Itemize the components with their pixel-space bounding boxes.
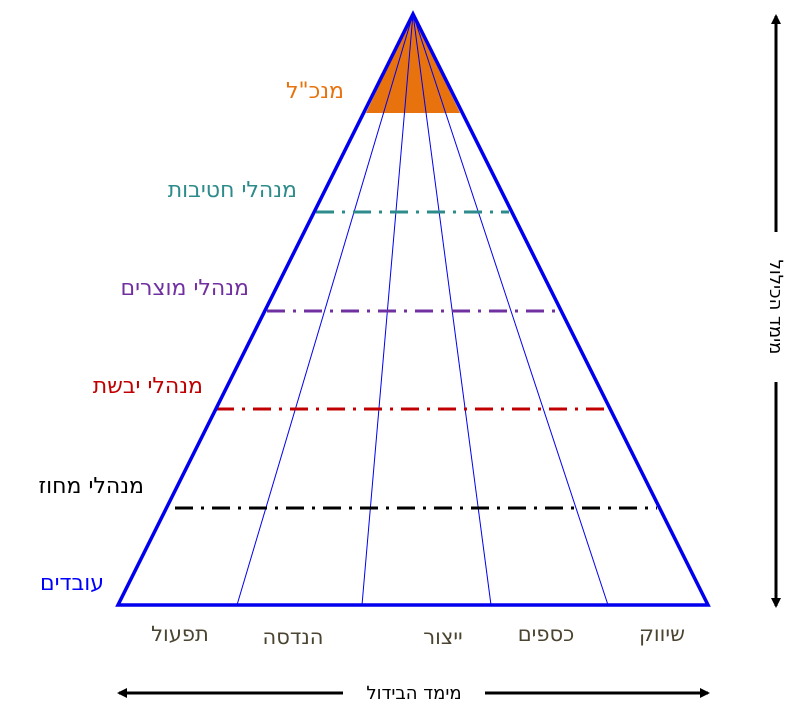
district-managers-label: מנהלי מחוז [39,474,144,499]
vertical-axis-label: מימד הכילול [765,260,786,355]
level-lines [175,210,657,510]
divider-line-4 [412,13,609,606]
workers-label: עובדים [40,571,104,596]
department-marketing: שיווק [639,622,685,646]
division-managers-label: מנהלי חטיבות [168,178,297,203]
ceo-apex-fill [366,14,460,113]
horizontal-axis-label: מימד הבידול [366,683,461,704]
ceo-label: מנכ"ל [286,79,344,104]
department-finance: כספים [518,622,574,646]
department-engineering: הנדסה [263,625,324,649]
pyramid-outline [115,10,711,607]
continent-managers-label: מנהלי יבשת [93,374,203,399]
department-operations: תפעול [151,622,209,646]
product-managers-label: מנהלי מוצרים [121,276,249,301]
department-production: ייצור [423,625,462,649]
